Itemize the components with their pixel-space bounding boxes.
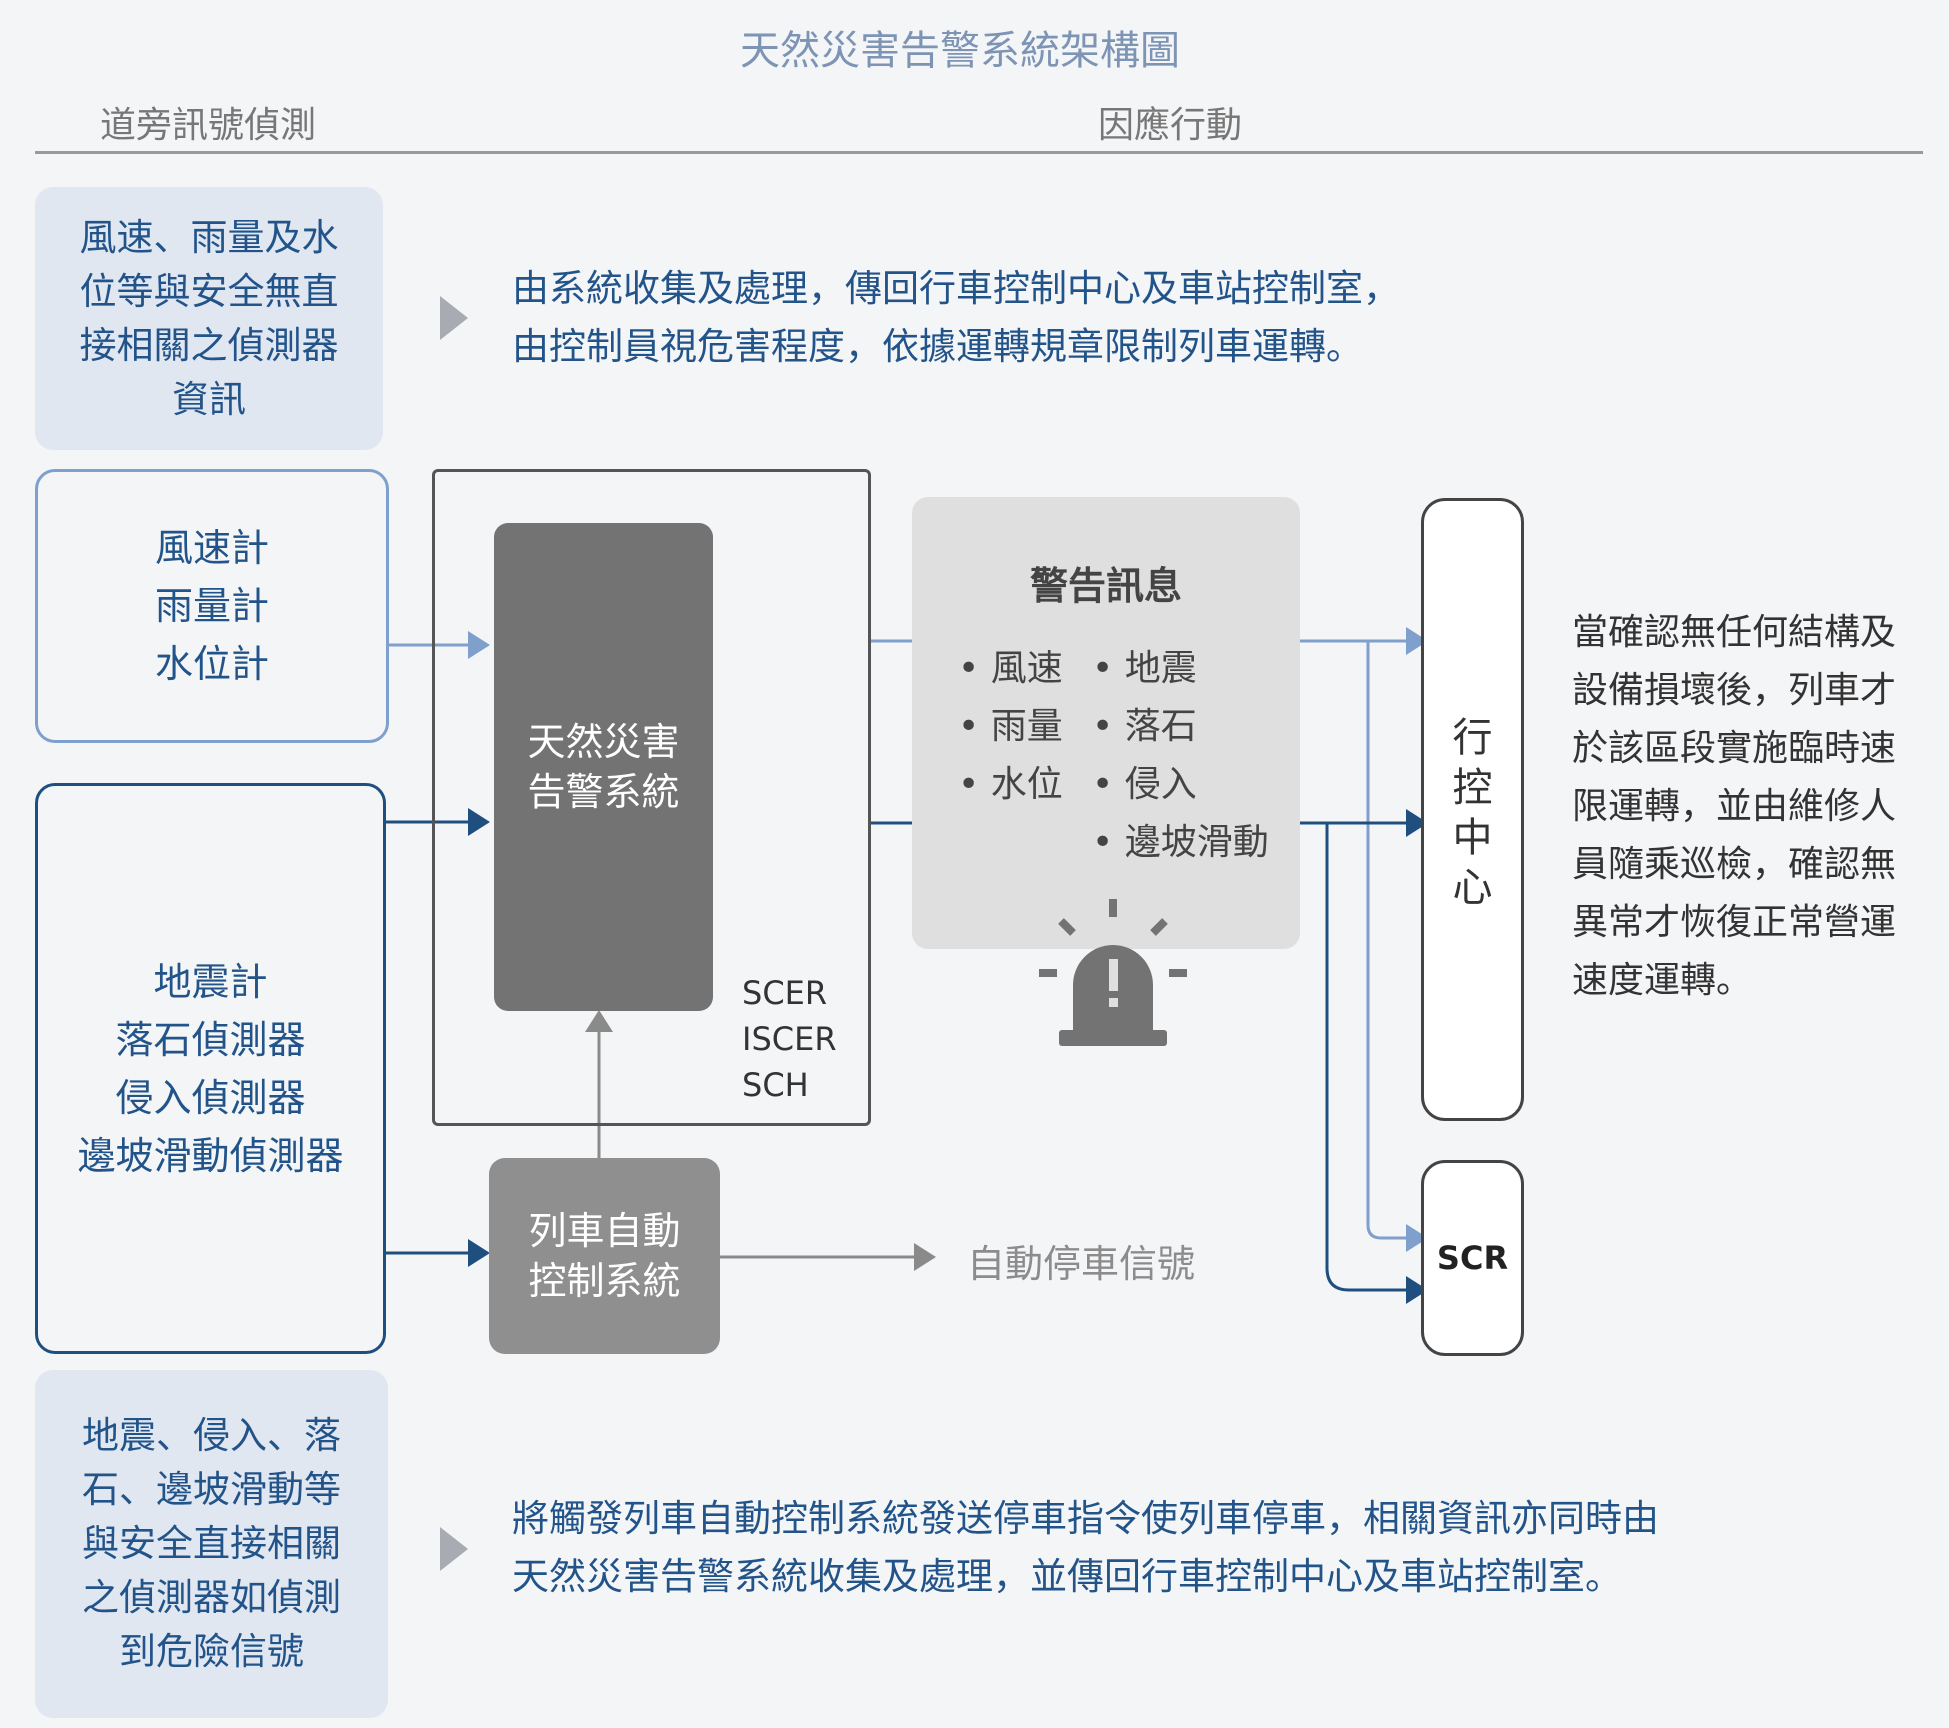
control-center-char: 心 <box>1452 865 1493 911</box>
core-sublabel-iscer: ISCER <box>742 1020 837 1058</box>
sensor-label: 雨量計 <box>154 584 269 628</box>
right-note: 當確認無任何結構及 設備損壞後，列車才 於該區段實施臨時速 限運轉，並由維修人 … <box>1572 604 1932 1010</box>
core-system-label: 告警系統 <box>527 770 680 814</box>
warning-item: • 邊坡滑動 <box>1092 822 1269 863</box>
control-center-char: 行 <box>1452 715 1493 761</box>
scr-box: SCR <box>1421 1160 1524 1356</box>
bottom-arrow-icon <box>440 1527 468 1571</box>
top-info-box: 風速、雨量及水 位等與安全無直 接相關之偵測器 資訊 <box>35 187 383 450</box>
header-detection: 道旁訊號偵測 <box>100 105 317 146</box>
sensor-label: 風速計 <box>154 526 269 570</box>
right-note-line: 於該區段實施臨時速 <box>1572 728 1897 769</box>
sensor-label: 邊坡滑動偵測器 <box>77 1133 344 1178</box>
control-center-box: 行 控 中 心 <box>1421 498 1524 1121</box>
bottom-info-box: 地震、侵入、落 石、邊坡滑動等 與安全直接相關 之偵測器如偵測 到危險信號 <box>35 1370 388 1718</box>
warning-message-box: 警告訊息 <box>912 497 1300 949</box>
core-system-frame <box>432 469 871 1126</box>
bottom-info-line: 與安全直接相關 <box>82 1522 341 1565</box>
auto-control-label: 控制系統 <box>528 1259 681 1303</box>
warning-col1: • 風速 • 雨量 • 水位 <box>958 640 1063 814</box>
right-note-line: 異常才恢復正常營運 <box>1572 902 1897 943</box>
bottom-info-line: 之偵測器如偵測 <box>82 1576 341 1619</box>
bottom-action-text: 將觸發列車自動控制系統發送停車指令使列車停車，相關資訊亦同時由 天然災害告警系統… <box>512 1490 1659 1606</box>
right-note-line: 當確認無任何結構及 <box>1572 612 1897 653</box>
control-center-char: 控 <box>1452 765 1493 811</box>
top-arrow-icon <box>440 296 468 340</box>
line-warning-to-scr-dark <box>1325 823 1408 1292</box>
sensor-label: 水位計 <box>154 642 269 686</box>
right-note-line: 員隨乘巡檢，確認無 <box>1572 844 1897 885</box>
sensor-label: 侵入偵測器 <box>115 1075 306 1120</box>
auto-stop-signal-label: 自動停車信號 <box>967 1242 1196 1286</box>
sensor-group-wind-rain-water: 風速計 雨量計 水位計 <box>35 469 389 743</box>
auto-control-label: 列車自動 <box>528 1209 681 1253</box>
control-center-char: 中 <box>1452 815 1493 861</box>
core-sublabel-scer: SCER <box>742 974 828 1012</box>
bottom-action-line: 將觸發列車自動控制系統發送停車指令使列車停車，相關資訊亦同時由 <box>512 1497 1659 1540</box>
right-note-line: 速度運轉。 <box>1572 960 1753 1001</box>
bottom-info-line: 地震、侵入、落 <box>82 1414 341 1457</box>
top-action-line: 由系統收集及處理，傳回行車控制中心及車站控制室， <box>512 267 1400 310</box>
bottom-info-line: 到危險信號 <box>119 1630 304 1673</box>
alarm-light-icon <box>1039 899 1187 1046</box>
bottom-info-line: 石、邊坡滑動等 <box>82 1468 341 1511</box>
header-divider <box>35 151 1923 154</box>
core-sublabels: SCER ISCER SCH <box>742 970 837 1108</box>
right-note-line: 設備損壞後，列車才 <box>1572 670 1897 711</box>
auto-train-control-box: 列車自動 控制系統 <box>489 1158 720 1354</box>
right-note-line: 限運轉，並由維修人 <box>1572 786 1897 827</box>
top-action-line: 由控制員視危害程度，依據運轉規章限制列車運轉。 <box>512 325 1363 368</box>
top-info-line: 風速、雨量及水 <box>79 215 339 259</box>
warning-item: • 風速 <box>958 648 1063 689</box>
header-response: 因應行動 <box>1098 105 1243 146</box>
core-sublabel-sch: SCH <box>742 1066 809 1104</box>
warning-title: 警告訊息 <box>1029 564 1182 608</box>
warning-item: • 水位 <box>958 764 1063 805</box>
warning-item: • 落石 <box>1092 706 1197 747</box>
warning-col2: • 地震 • 落石 • 侵入 • 邊坡滑動 <box>1092 640 1269 872</box>
bottom-action-line: 天然災害告警系統收集及處理，並傳回行車控制中心及車站控制室。 <box>512 1555 1622 1598</box>
sensor-label: 地震計 <box>153 959 268 1004</box>
diagram-title: 天然災害告警系統架構圖 <box>740 28 1180 74</box>
warning-item: • 雨量 <box>958 706 1063 747</box>
warning-item: • 侵入 <box>1092 764 1197 805</box>
core-system-box: 天然災害 告警系統 <box>494 523 713 1011</box>
core-system-label: 天然災害 <box>527 720 680 764</box>
warning-item: • 地震 <box>1092 648 1197 689</box>
scr-label: SCR <box>1436 1239 1509 1277</box>
top-info-line: 接相關之偵測器 <box>79 323 339 367</box>
top-info-line: 位等與安全無直 <box>79 269 339 313</box>
line-warning-to-scr-light <box>1366 641 1408 1240</box>
sensor-label: 落石偵測器 <box>115 1017 306 1062</box>
top-info-line: 資訊 <box>172 377 246 421</box>
sensor-group-quake-rock-intrusion-slope: 地震計 落石偵測器 侵入偵測器 邊坡滑動偵測器 <box>35 783 386 1354</box>
top-action-text: 由系統收集及處理，傳回行車控制中心及車站控制室， 由控制員視危害程度，依據運轉規… <box>512 260 1400 376</box>
